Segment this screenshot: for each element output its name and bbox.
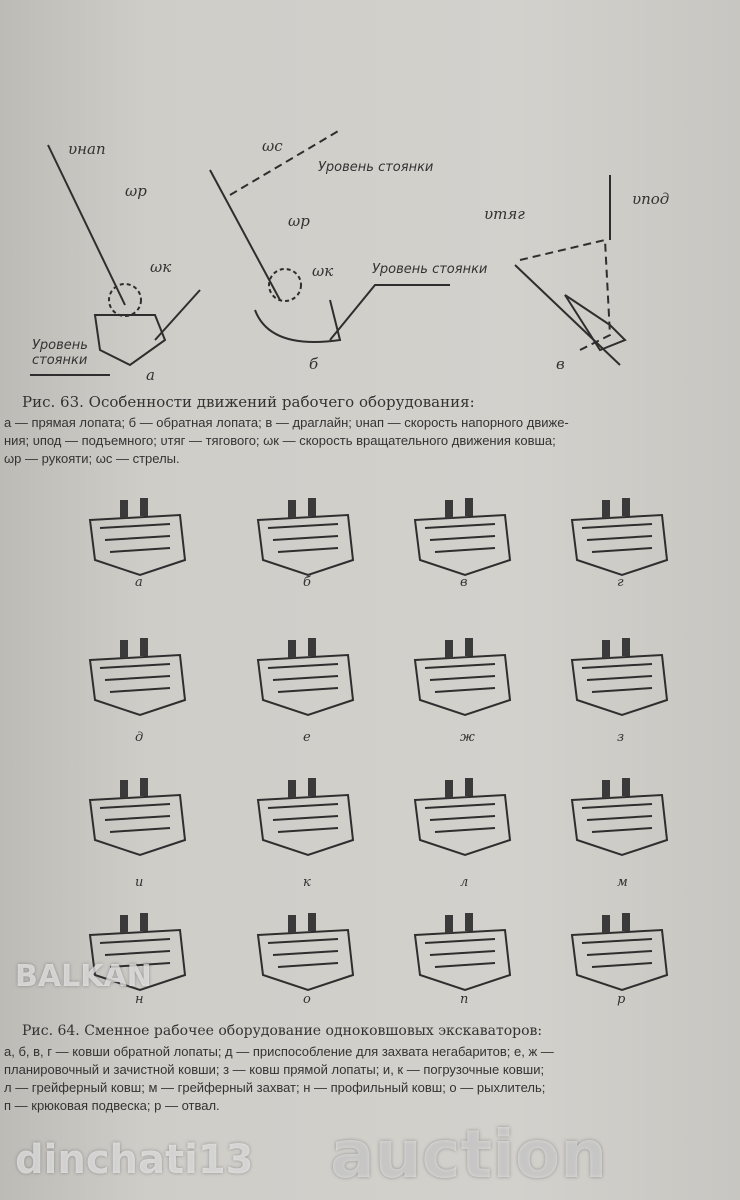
bucket-drawing (413, 913, 512, 992)
bucket-label: ж (460, 730, 475, 745)
bucket-label: в (460, 575, 468, 590)
watermark-brand-top: BALKAN (15, 959, 152, 994)
panel-a-drawing (30, 144, 201, 376)
bucket-label: о (303, 992, 311, 1007)
bucket-label: к (303, 875, 311, 890)
watermark-brand: auction (330, 1116, 608, 1193)
panel-c-drawing (514, 175, 627, 366)
label-v-nap: υнап (68, 140, 106, 158)
label-omega-r-b: ωр (288, 212, 310, 230)
bucket-label: е (303, 730, 311, 745)
bucket-label: г (617, 575, 624, 590)
label-level-c: Уровень стоянки (372, 262, 488, 277)
bucket-drawing (570, 498, 669, 577)
bucket-label: м (617, 875, 628, 890)
bucket-drawing (88, 638, 187, 717)
bucket-drawing (413, 778, 512, 857)
figure-63-caption-title: Рис. 63. Особенности движений рабочего о… (22, 393, 475, 411)
figure-63-caption-line: ния; υпод — подъемного; υтяг — тягового;… (4, 433, 556, 448)
figure-64-caption-line: л — грейферный ковш; м — грейферный захв… (4, 1080, 546, 1095)
bucket-label: н (135, 992, 144, 1007)
figure-63-caption-line: а — прямая лопата; б — обратная лопата; … (4, 415, 569, 430)
bucket-drawing (570, 638, 669, 717)
bucket-label: л (460, 875, 469, 890)
label-omega-k-b: ωк (312, 262, 334, 280)
bucket-drawing (413, 498, 512, 577)
figure-64-caption-line: планировочный и зачистной ковши; з — ков… (4, 1062, 545, 1077)
bucket-label: р (617, 992, 626, 1007)
label-v-tyag: υтяг (484, 205, 525, 223)
figure-64-caption-line: а, б, в, г — ковши обратной лопаты; д — … (4, 1044, 554, 1059)
bucket-drawing (88, 778, 187, 857)
bucket-drawing (570, 778, 669, 857)
figure-64-caption-title: Рис. 64. Сменное рабочее оборудование од… (22, 1023, 543, 1039)
panel-label-c: в (556, 355, 565, 373)
figure-64-caption-line: п — крюковая подвеска; р — отвал. (4, 1098, 220, 1113)
bucket-label: п (460, 992, 469, 1007)
bucket-drawing (88, 498, 187, 577)
label-omega-r-a: ωр (125, 182, 147, 200)
label-v-pod: υпод (632, 190, 670, 208)
bucket-drawing (256, 638, 355, 717)
panel-label-a: а (146, 366, 155, 384)
bucket-label: з (617, 730, 625, 745)
label-level-b: Уровень стоянки (318, 160, 434, 175)
figure-63-caption-line: ωр — рукояти; ωс — стрелы. (4, 451, 180, 466)
watermark-user: dinchati13 (15, 1137, 254, 1183)
label-omega-s: ωс (262, 137, 283, 155)
bucket-label: и (135, 875, 144, 890)
label-omega-k-a: ωк (150, 258, 172, 276)
bucket-label: а (135, 575, 143, 590)
bucket-drawing (256, 778, 355, 857)
figure-63-diagrams (30, 129, 627, 376)
bucket-label: д (135, 730, 144, 745)
bucket-drawing (256, 913, 355, 992)
bucket-drawing (88, 913, 187, 992)
label-level-a: Уровень стоянки (32, 338, 88, 368)
panel-b-drawing (209, 129, 450, 343)
bucket-drawing (413, 638, 512, 717)
bucket-drawing (256, 498, 355, 577)
panel-label-b: б (309, 355, 319, 373)
bucket-label: б (303, 575, 311, 590)
bucket-drawing (570, 913, 669, 992)
